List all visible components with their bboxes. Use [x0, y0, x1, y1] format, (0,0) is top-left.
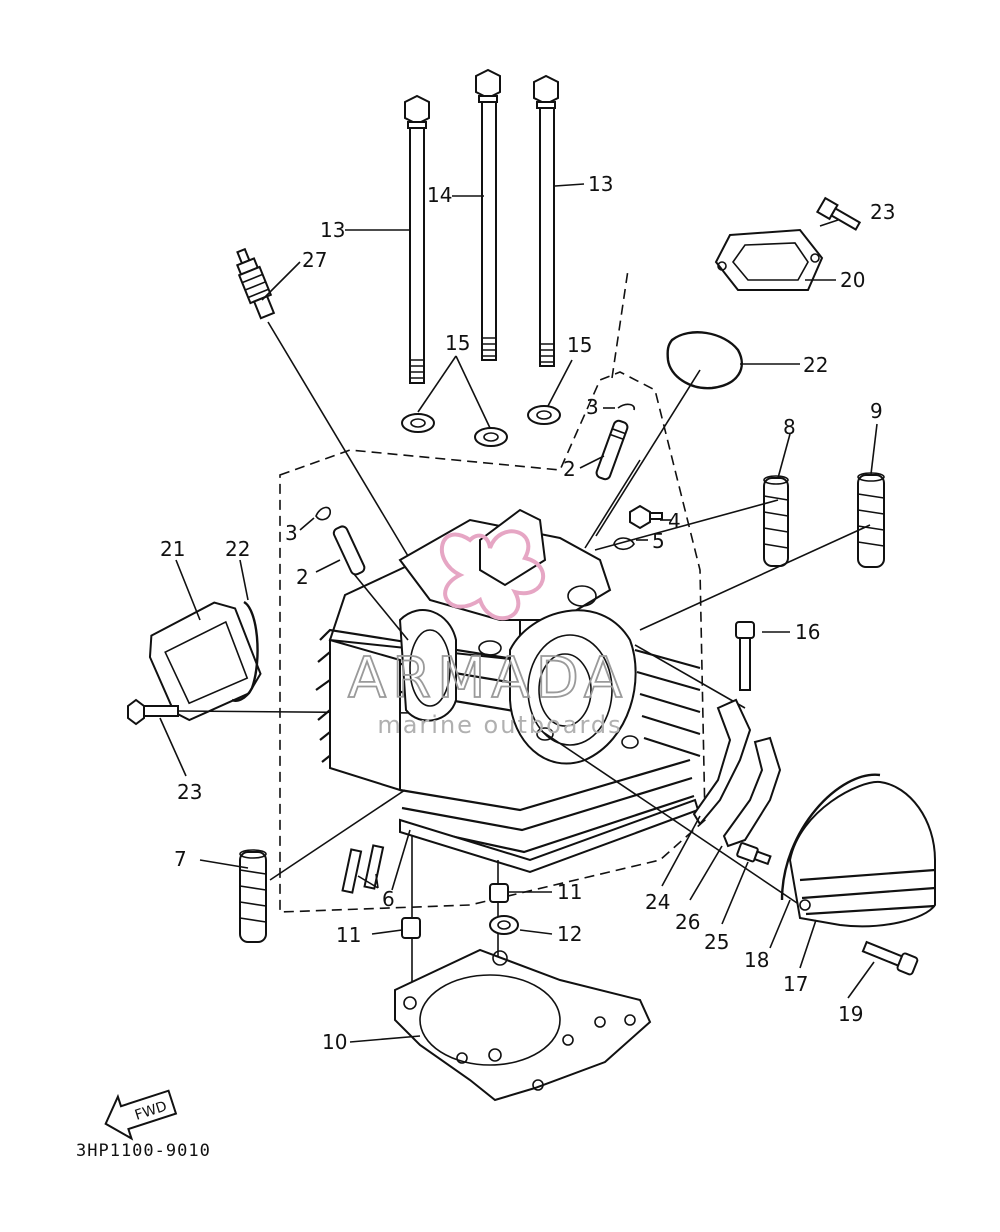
leader-22-top [595, 369, 701, 537]
callout-16: 16 [795, 620, 820, 644]
callout-9: 9 [870, 399, 883, 423]
washer-5 [613, 537, 635, 551]
callout-15-left: 15 [445, 331, 470, 355]
valve-2-left [332, 525, 366, 576]
watermark-brand: ARMADA [348, 646, 628, 711]
drawing-code: 3HP1100-9010 [76, 1141, 211, 1161]
callout-21: 21 [160, 537, 185, 561]
washer-15-center [474, 427, 508, 447]
leader-19 [539, 729, 801, 906]
valve-2-upper [595, 419, 629, 481]
leader-24 [634, 644, 746, 709]
valve-guide-7 [239, 849, 267, 943]
valve-cotter-3-upper [617, 403, 636, 411]
callout-8: 8 [783, 415, 796, 439]
bolt-23-intake [815, 196, 862, 231]
o-ring-22-top [666, 331, 743, 390]
leader-2-left [353, 573, 409, 641]
callout-11-left: 11 [336, 923, 361, 947]
callout-3-upper: 3 [586, 395, 599, 419]
watermark-tagline: marine outboards [377, 711, 622, 739]
side-plate-24 [692, 698, 752, 826]
forward-direction-arrow: FWD [104, 1089, 178, 1141]
valve-guide-8 [763, 475, 789, 567]
washer-15-left [401, 413, 435, 433]
callout-22-left: 22 [225, 537, 250, 561]
callout-24: 24 [645, 890, 670, 914]
dashed-guide [611, 269, 629, 379]
callout-27: 27 [302, 248, 327, 272]
intake-manifold-joint [714, 228, 824, 291]
callout-3-left: 3 [285, 521, 298, 545]
watermark: ARMADA marine outboards [347, 529, 628, 739]
cylinder-head-bolt-13-left [404, 94, 430, 384]
oring-12 [489, 915, 519, 935]
callout-4: 4 [668, 509, 681, 533]
leader-7 [269, 789, 406, 881]
washer-15-right [527, 405, 561, 425]
cylinder-head-bolt-14 [475, 68, 501, 361]
dowel-11-right [489, 883, 509, 903]
callout-7: 7 [174, 847, 187, 871]
leader-2-upper [584, 459, 641, 549]
valve-guide-9 [857, 472, 885, 568]
bolt-16 [735, 621, 755, 691]
dowel-11-left [401, 917, 421, 939]
callout-22-top: 22 [803, 353, 828, 377]
leader-spark-plug [267, 321, 409, 557]
callout-12: 12 [557, 922, 582, 946]
callout-26: 26 [675, 910, 700, 934]
bolt-19 [861, 940, 919, 976]
callout-19: 19 [838, 1002, 863, 1026]
callout-23-left: 23 [177, 780, 202, 804]
o-ring-22-left [231, 600, 259, 702]
cylinder-head-gasket [394, 948, 652, 1102]
side-plate-26 [722, 736, 782, 848]
callout-5: 5 [652, 529, 665, 553]
gasket-18 [780, 773, 881, 901]
spark-plug [235, 247, 276, 320]
callout-18: 18 [744, 948, 769, 972]
valve-cotter-3-left [315, 506, 331, 521]
callout-leaders [159, 183, 878, 1043]
bolt-25 [736, 842, 772, 866]
callout-2-upper: 2 [563, 457, 576, 481]
watermark-logo-icon [440, 529, 546, 621]
callout-6: 6 [382, 887, 395, 911]
studs-6 [341, 844, 385, 894]
side-cover-17 [788, 780, 936, 928]
callout-10: 10 [322, 1030, 347, 1054]
callout-23-top: 23 [870, 200, 895, 224]
leader-8 [594, 499, 779, 551]
callout-14: 14 [427, 183, 452, 207]
leader-9 [639, 524, 871, 631]
assembly-dashed-outline [279, 371, 706, 913]
callout-20: 20 [840, 268, 865, 292]
cylinder-head [315, 508, 701, 874]
callout-13-left: 13 [320, 218, 345, 242]
callout-13-right: 13 [588, 172, 613, 196]
callout-25: 25 [704, 930, 729, 954]
callout-11-right: 11 [557, 880, 582, 904]
callout-2-left: 2 [296, 565, 309, 589]
bolt-4 [629, 504, 663, 530]
callout-15-right: 15 [567, 333, 592, 357]
callout-17: 17 [783, 972, 808, 996]
cylinder-head-bolt-13-right [533, 74, 559, 367]
